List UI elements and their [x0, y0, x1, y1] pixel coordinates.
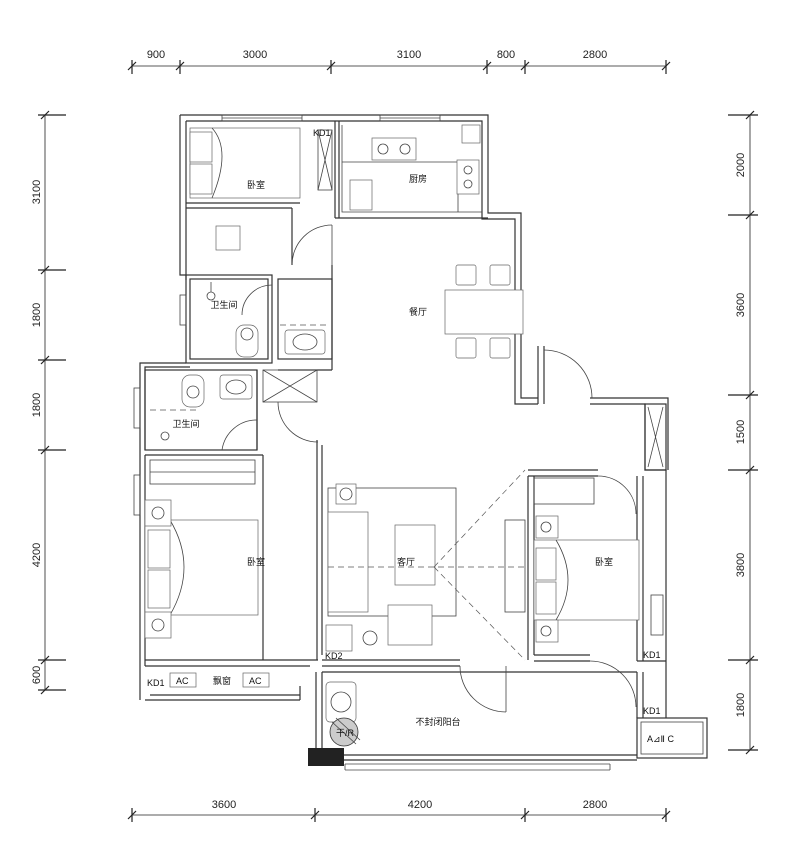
- dim-bottom-3: 2800: [583, 799, 607, 811]
- label-bedroom-east: 卧室: [595, 556, 613, 568]
- bathroom-2-fixtures: [150, 374, 253, 441]
- dimension-left: 3100 1800 1800 4200 600: [31, 110, 66, 695]
- kitchen-counter: [341, 124, 482, 213]
- label-bedroom-north: 卧室: [247, 179, 265, 191]
- dim-top-4: 800: [497, 49, 515, 61]
- label-kitchen: 厨房: [409, 173, 427, 185]
- living-furniture: [325, 469, 526, 661]
- equipment-tags: KD1 KD2 KD1 KD1 KD1 AC AC 干/R A⊿Ⅱ C: [147, 128, 674, 744]
- dim-left-3: 1800: [31, 393, 43, 417]
- label-living: 客厅: [397, 556, 415, 568]
- column-hatch: [308, 748, 344, 766]
- dim-right-2: 3600: [735, 293, 747, 317]
- tag-kd1-west: KD1: [147, 678, 165, 688]
- walls: [139, 114, 708, 771]
- dining-table: [444, 264, 524, 359]
- dim-right-5: 1800: [735, 693, 747, 717]
- label-bay-window: 飘窗: [213, 675, 231, 687]
- room-labels: 卧室 厨房 餐厅 卫生间 卫生间 卧室 客厅 卧室 飘窗 不封闭阳台: [172, 173, 613, 728]
- tag-ac-box: A⊿Ⅱ C: [647, 734, 674, 744]
- ac-platform: [636, 717, 708, 759]
- tag-ac-1: AC: [176, 676, 189, 686]
- dim-bottom-2: 4200: [408, 799, 432, 811]
- dimension-top: 900 3000 3100 800 2800: [127, 49, 671, 74]
- bed-west: [144, 459, 259, 639]
- tag-dryer: 干/R: [336, 728, 355, 738]
- bed-north: [189, 127, 333, 251]
- tag-kd1-east: KD1: [643, 650, 661, 660]
- dim-left-1: 3100: [31, 180, 43, 204]
- dim-right-3: 1500: [735, 420, 747, 444]
- dim-right-1: 2000: [735, 153, 747, 177]
- dim-top-1: 900: [147, 49, 165, 61]
- bathroom-1-fixtures: [206, 282, 330, 358]
- dim-bottom-1: 3600: [212, 799, 236, 811]
- tag-kd1-north: KD1: [313, 128, 331, 138]
- doors: [221, 224, 637, 713]
- balcony-fixtures: [325, 681, 361, 747]
- label-balcony: 不封闭阳台: [415, 716, 460, 728]
- dim-left-4: 4200: [31, 543, 43, 567]
- tag-kd2: KD2: [325, 651, 343, 661]
- label-bathroom-2: 卫生间: [172, 418, 199, 430]
- label-bedroom-west: 卧室: [247, 556, 265, 568]
- windows: [133, 114, 441, 516]
- dim-left-5: 600: [31, 666, 43, 684]
- label-dining: 餐厅: [409, 306, 427, 318]
- bed-east: [533, 477, 664, 643]
- dimension-right: 2000 3600 1500 3800 1800: [728, 110, 758, 755]
- dim-top-3: 3100: [397, 49, 421, 61]
- dim-top-2: 3000: [243, 49, 267, 61]
- tag-ac-2: AC: [249, 676, 262, 686]
- label-bathroom-1: 卫生间: [210, 299, 237, 311]
- bay-window-ac: [169, 672, 270, 688]
- tag-kd1-balcony: KD1: [643, 706, 661, 716]
- dim-right-4: 3800: [735, 553, 747, 577]
- dimension-bottom: 3600 4200 2800: [127, 799, 671, 822]
- dim-left-2: 1800: [31, 303, 43, 327]
- dim-top-5: 2800: [583, 49, 607, 61]
